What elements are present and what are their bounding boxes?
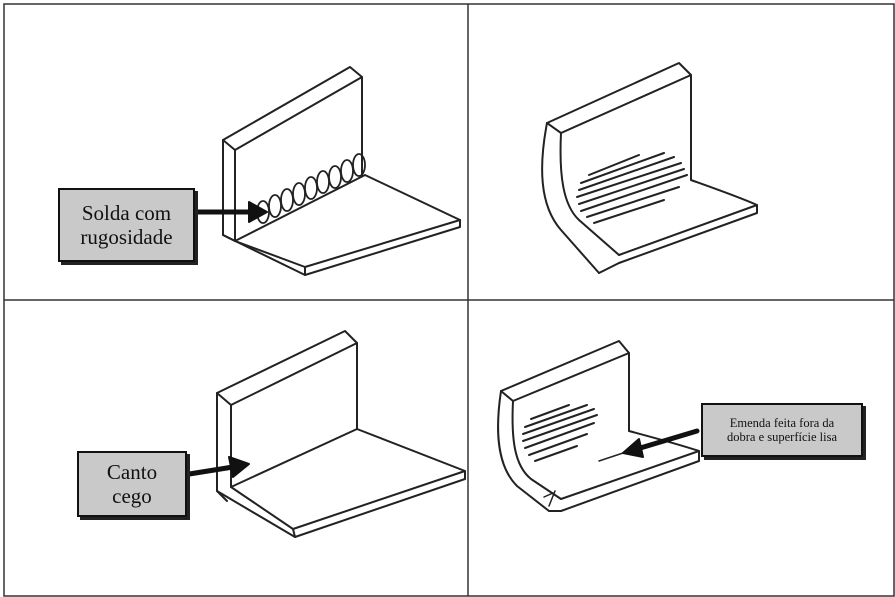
callout-seam-outside-bend: Emenda feita fora da dobra e superfície … xyxy=(701,403,863,457)
smooth-bend-drawing xyxy=(469,5,894,299)
callout-rough-weld: Solda com rugosidade xyxy=(58,188,195,262)
panel-smooth-bend xyxy=(469,5,894,299)
hatch-lines xyxy=(523,405,597,461)
weld-bead xyxy=(257,154,365,223)
callout-blind-corner: Canto cego xyxy=(77,451,187,517)
panel-blind-corner: Canto cego xyxy=(5,301,467,596)
hatch-lines xyxy=(577,153,687,223)
blind-corner-drawing xyxy=(5,301,467,596)
callout-rough-weld-text: Solda com rugosidade xyxy=(80,201,172,249)
callout-seam-outside-bend-text: Emenda feita fora da dobra e superfície … xyxy=(727,416,837,445)
panel-rough-weld: Solda com rugosidade xyxy=(5,5,467,299)
callout-blind-corner-text: Canto cego xyxy=(107,460,157,508)
panel-seam-outside-bend: Emenda feita fora da dobra e superfície … xyxy=(469,301,894,596)
